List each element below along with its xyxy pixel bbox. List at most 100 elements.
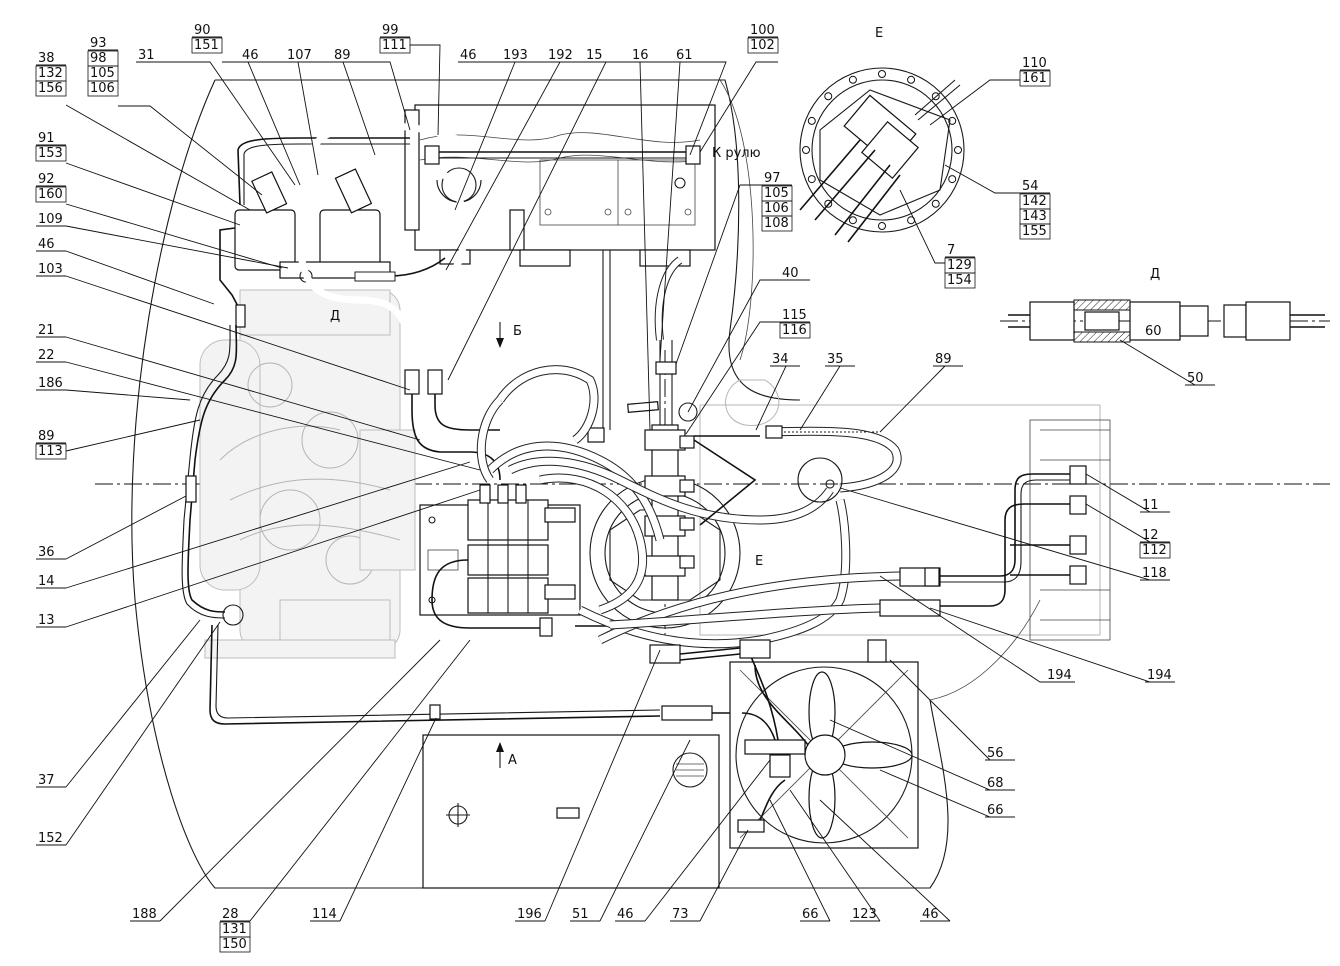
flange-bolt — [954, 146, 962, 154]
callout-103: 103 — [36, 262, 66, 277]
spring-hose — [765, 425, 880, 439]
callout-number: 188 — [132, 907, 157, 922]
view-d-detail — [1008, 299, 1325, 343]
left-return-line — [181, 324, 742, 725]
mark-e-label: Е — [755, 554, 763, 569]
callout-number: 54 — [1022, 179, 1039, 194]
callout-56: 56 — [985, 746, 1015, 761]
callout-number: 154 — [947, 273, 972, 288]
callout-number: 98 — [90, 51, 107, 66]
rear-frame — [699, 379, 1111, 641]
callout-number: 156 — [38, 81, 63, 96]
callout-16: 16 — [630, 48, 660, 63]
callout-194a: 194 — [1045, 668, 1075, 683]
callout-number: 100 — [750, 23, 775, 38]
callout-number: 13 — [38, 613, 55, 628]
callout-number: 14 — [38, 574, 55, 589]
callout-number: 103 — [38, 262, 63, 277]
callout-109: 109 — [36, 212, 66, 227]
view-e-detail — [799, 67, 965, 243]
callout-number: 12 — [1142, 528, 1159, 543]
callout-number: 132 — [38, 66, 63, 81]
callout-number: 115 — [782, 308, 807, 323]
callout-11: 11 — [1140, 498, 1170, 513]
callout-13: 13 — [36, 613, 66, 628]
callout-number: 21 — [38, 323, 55, 338]
callout-186: 186 — [36, 376, 66, 391]
callout-37: 37 — [36, 773, 66, 788]
callout-number: 35 — [827, 352, 844, 367]
view-arrows — [496, 322, 504, 768]
flange-bolt — [948, 116, 957, 125]
callout-number: 153 — [38, 146, 63, 161]
callout-66a: 66 — [800, 907, 830, 922]
callout-number: 106 — [90, 81, 115, 96]
callout-66b: 66 — [985, 803, 1015, 818]
callout-number: 61 — [676, 48, 693, 63]
rear-outlet-lines — [879, 465, 1087, 617]
callout-number: 99 — [382, 23, 399, 38]
callout-50: 50 — [1185, 371, 1215, 386]
callout-number: 109 — [38, 212, 63, 227]
callout-51: 51 — [570, 907, 600, 922]
callout-number: 105 — [90, 66, 115, 81]
callout-number: 73 — [672, 907, 689, 922]
callout-number: 151 — [194, 38, 219, 53]
callout-number: 89 — [38, 429, 55, 444]
callout-107: 107 — [285, 48, 315, 63]
callout-89a: 89 — [332, 48, 362, 63]
callout-22: 22 — [36, 348, 66, 363]
view-arrow-b-label: Б — [513, 324, 522, 339]
callout-123: 123 — [850, 907, 880, 922]
detail-60-label: 60 — [1145, 324, 1162, 339]
callout-36: 36 — [36, 545, 66, 560]
callout-number: 114 — [312, 907, 337, 922]
rear-hitch-cylinder — [587, 340, 741, 629]
view-arrow-a-label: А — [508, 753, 517, 768]
callout-35: 35 — [825, 352, 855, 367]
callout-number: 46 — [460, 48, 477, 63]
callout-number: 152 — [38, 831, 63, 846]
callout-number: 196 — [517, 907, 542, 922]
callout-number: 161 — [1022, 71, 1047, 86]
flange-bolt — [824, 92, 833, 101]
callout-188: 188 — [130, 907, 160, 922]
callout-number: 110 — [1022, 56, 1047, 71]
callout-number: 108 — [764, 216, 789, 231]
flange-bolt — [878, 222, 886, 230]
callout-15: 15 — [584, 48, 614, 63]
callout-number: 192 — [548, 48, 573, 63]
callout-number: 36 — [38, 545, 55, 560]
callout-number: 34 — [772, 352, 789, 367]
callout-number: 11 — [1142, 498, 1159, 513]
callout-number: 113 — [38, 444, 63, 459]
callout-73: 73 — [670, 907, 700, 922]
callout-61: 61 — [674, 48, 704, 63]
callout-number: 194 — [1147, 668, 1172, 683]
callout-number: 186 — [38, 376, 63, 391]
flange-bolt — [802, 146, 810, 154]
mark-d-label: Д — [330, 309, 340, 324]
callout-number: 37 — [38, 773, 55, 788]
lower-tank — [422, 734, 720, 889]
callout-number: 142 — [1022, 194, 1047, 209]
callout-number: 46 — [38, 237, 55, 252]
callout-number: 97 — [764, 171, 781, 186]
callout-number: 118 — [1142, 566, 1167, 581]
callout-number: 28 — [222, 907, 239, 922]
flange-bolt — [907, 75, 916, 84]
callout-number: 193 — [503, 48, 528, 63]
callout-89c: 89 — [933, 352, 963, 367]
engine-ghost — [199, 289, 416, 659]
callout-196: 196 — [515, 907, 545, 922]
oil-cooler — [649, 639, 919, 849]
callout-number: 22 — [38, 348, 55, 363]
